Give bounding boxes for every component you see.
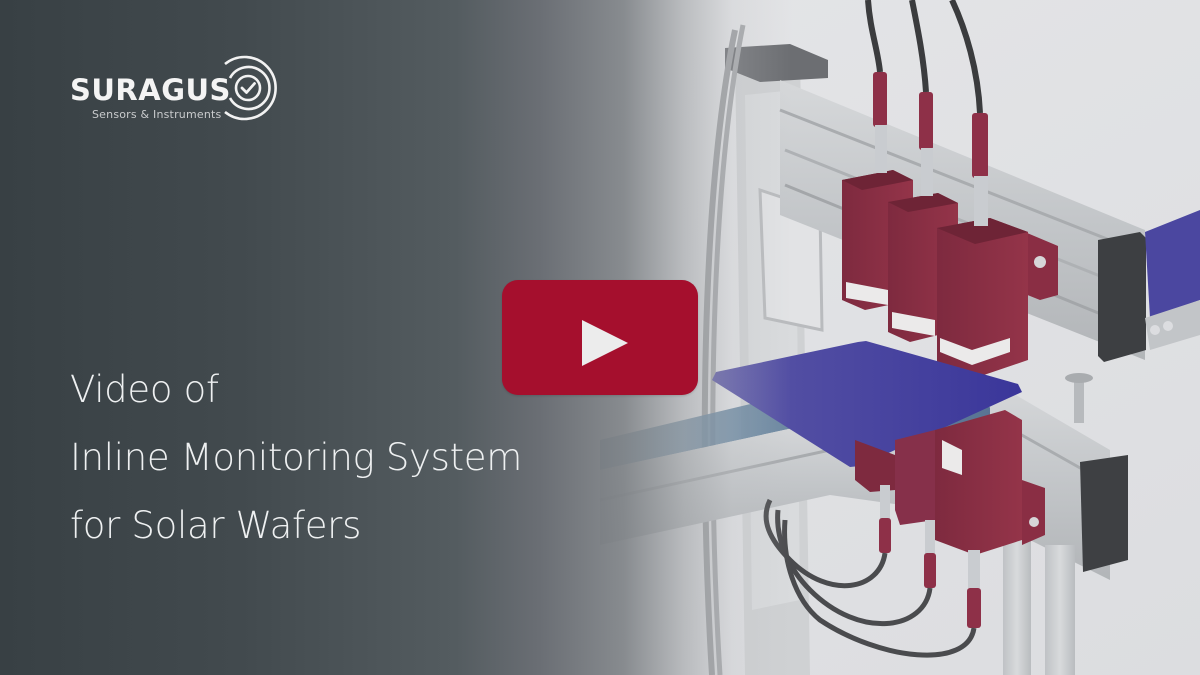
play-button[interactable] xyxy=(502,280,698,395)
logo-wordmark: SURAGUS xyxy=(70,73,231,107)
play-icon xyxy=(582,320,628,366)
suragus-logo: SURAGUS Sensors & Instruments xyxy=(68,55,298,128)
video-title: Video of Inline Monitoring System for So… xyxy=(70,356,522,560)
title-line-2: Inline Monitoring System xyxy=(70,436,523,479)
title-line-1: Video of xyxy=(70,368,219,411)
logo-tagline: Sensors & Instruments xyxy=(92,108,222,121)
check-circle-signal-icon xyxy=(224,55,277,121)
title-line-3: for Solar Wafers xyxy=(70,504,362,547)
